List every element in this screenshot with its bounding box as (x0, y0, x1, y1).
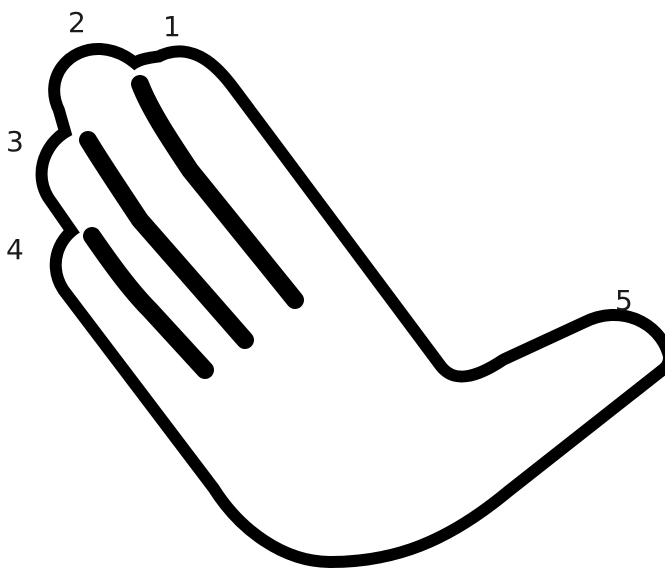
finger-number-3: 3 (6, 128, 24, 156)
finger-number-2: 2 (68, 9, 86, 37)
finger-number-4: 4 (6, 236, 24, 264)
finger-number-5: 5 (615, 287, 633, 315)
finger-number-1: 1 (163, 13, 181, 41)
